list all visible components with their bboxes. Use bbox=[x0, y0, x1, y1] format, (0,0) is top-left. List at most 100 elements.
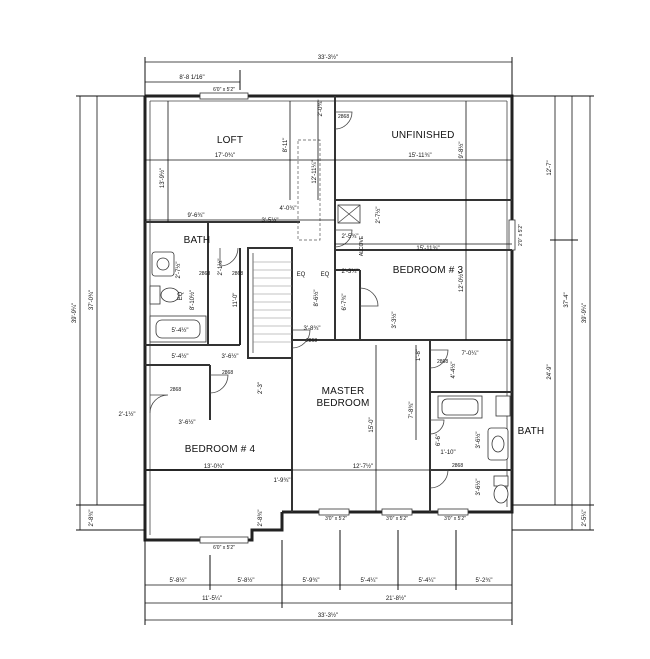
dim-stair-lower: 4'-0¾" bbox=[280, 206, 297, 212]
toilet-tank-upper bbox=[149, 285, 161, 305]
dim-bed3-closet: 3'-3½" bbox=[391, 312, 398, 329]
dim-master-depth: 15'-0" bbox=[369, 417, 375, 432]
dim-bottom-right-total: 21'-8½" bbox=[386, 595, 406, 602]
room-unfinished: UNFINISHED bbox=[391, 130, 454, 141]
dimension-text: 33'-3½" 8'-8 1/16" 6'0" x 5'2" 39'-9¼" 3… bbox=[72, 54, 588, 619]
door-tag-1: 2868 bbox=[338, 114, 349, 120]
dim-bed3-a: 2'-7½" bbox=[375, 207, 382, 224]
dim-left-outer: 39'-9¼" bbox=[72, 303, 78, 323]
toilet-upper bbox=[160, 287, 180, 303]
door-tag-8: 2868 bbox=[452, 463, 463, 469]
dim-master-width: 12'-7½" bbox=[353, 463, 373, 470]
door-swings bbox=[149, 111, 449, 489]
door-tag-4: 2868 bbox=[306, 338, 317, 344]
stair-treads bbox=[253, 261, 292, 343]
dim-unfinished-width: 15'-11¾" bbox=[408, 153, 431, 159]
door-tag-6: 2868 bbox=[170, 387, 181, 393]
dim-hall-len: 11'-0" bbox=[233, 293, 239, 308]
eq-label-2: EQ bbox=[321, 272, 330, 278]
window-right bbox=[508, 219, 516, 251]
dim-mbath-g: 1'-8" bbox=[416, 349, 422, 361]
interior-walls bbox=[145, 96, 512, 512]
dim-mbath-a: 7'-0¼" bbox=[462, 351, 479, 357]
alcove-label: ALCOVE bbox=[359, 235, 365, 256]
window-top-label: 6'0" x 5'2" bbox=[213, 87, 235, 93]
exterior-walls bbox=[143, 92, 516, 544]
dim-bath-tub: 5'-4½" bbox=[172, 327, 189, 334]
dim-mbath-b: 4'-4½" bbox=[450, 362, 457, 379]
dim-top-overall: 33'-3½" bbox=[318, 54, 338, 61]
door-tags: 2868 2868 2868 2868 2868 2868 2868 2868 bbox=[170, 114, 463, 469]
dim-right-lower: 24'-9" bbox=[547, 364, 553, 379]
room-master-1: MASTER bbox=[322, 386, 365, 397]
window-right-label: 2'0" x 5'2" bbox=[518, 224, 524, 246]
dim-mbath-f: 6'-6" bbox=[436, 434, 442, 446]
dim-bath-b: 2'-1½" bbox=[217, 259, 224, 276]
fixtures bbox=[149, 204, 511, 504]
room-labels: LOFT UNFINISHED BATH BEDROOM # 3 MASTER … bbox=[184, 130, 545, 455]
window-bath-label: 3'0" x 5'2" bbox=[444, 516, 466, 522]
eq-label-1: EQ bbox=[297, 272, 306, 278]
window-bath bbox=[437, 508, 469, 516]
dim-bottom-left-total: 11'-5¼" bbox=[202, 596, 222, 602]
dim-right-outer: 39'-9¼" bbox=[582, 303, 588, 323]
dim-loft-width: 17'-0¾" bbox=[215, 153, 235, 159]
dim-bottom-4: 5'-4¼" bbox=[361, 578, 378, 584]
dim-left-bottom: 2'-8¾" bbox=[89, 510, 95, 527]
room-bedroom3: BEDROOM # 3 bbox=[393, 265, 464, 276]
room-loft: LOFT bbox=[217, 135, 243, 146]
dim-bottom-overall: 33'-3½" bbox=[318, 612, 338, 619]
window-master-2-label: 3'0" x 5'2" bbox=[386, 516, 408, 522]
dim-bed4-width: 13'-0¾" bbox=[204, 464, 224, 470]
dim-right-inner: 37'-4" bbox=[564, 292, 570, 307]
dim-mbath-d: 3'-6½" bbox=[475, 432, 482, 449]
dim-bed3-c: 2'-3¼" bbox=[342, 269, 359, 275]
door-tag-2: 2868 bbox=[199, 271, 210, 277]
dim-bed3-e: 8'-6½" bbox=[313, 290, 320, 307]
dim-mbath-e: 1'-10" bbox=[440, 450, 455, 456]
dim-mbath-h: 3'-6½" bbox=[475, 479, 482, 496]
shower-master bbox=[495, 395, 511, 417]
window-bottom-label: 6'0" x 5'2" bbox=[213, 545, 235, 551]
room-master-2: BEDROOM bbox=[316, 398, 369, 409]
dim-stair-top: 8'-11" bbox=[283, 138, 289, 153]
dim-bed3-f: 3'-8¾" bbox=[304, 326, 321, 332]
dim-stair-width: 3'-5½" bbox=[262, 217, 279, 224]
dim-bottom-3: 5'-9¾" bbox=[303, 578, 320, 584]
door-tag-3: 2868 bbox=[232, 271, 243, 277]
room-bath-upper: BATH bbox=[184, 235, 211, 246]
dim-hall-c: 2'-3" bbox=[258, 382, 264, 394]
door-tag-7: 2868 bbox=[437, 359, 448, 365]
room-bedroom4: BEDROOM # 4 bbox=[185, 444, 256, 455]
dim-step-b: 2'-8¾" bbox=[258, 510, 264, 527]
dim-loft-lower: 9'-6¾" bbox=[188, 213, 205, 219]
dim-bed3-depth: 12'-0½" bbox=[458, 272, 465, 292]
window-top bbox=[199, 92, 249, 100]
dim-bottom-1: 5'-8½" bbox=[170, 577, 187, 584]
dim-bed4-b: 3'-6½" bbox=[179, 419, 196, 426]
dim-bath-a: 2'-7½" bbox=[175, 262, 182, 279]
dim-bed3-b: 2'-5¾" bbox=[342, 234, 359, 240]
window-master-1 bbox=[318, 508, 350, 516]
dim-right-upper: 12'-7" bbox=[547, 160, 553, 175]
dim-step-a: 1'-9¾" bbox=[274, 478, 291, 484]
toilet-master bbox=[493, 484, 509, 504]
dim-hall-b: 3'-6½" bbox=[222, 353, 239, 360]
eq-label-3: EQ bbox=[178, 291, 184, 300]
dim-bed4-a: 2'-1½" bbox=[119, 411, 136, 418]
toilet-tank-master bbox=[493, 475, 509, 487]
window-master-2 bbox=[381, 508, 413, 516]
dim-loft-depth: 13'-9½" bbox=[159, 168, 166, 188]
dim-mbath-c: 7'-8¾" bbox=[409, 402, 415, 419]
dim-left-inner: 37'-0¾" bbox=[89, 290, 95, 310]
dim-bottom-2: 5'-8½" bbox=[238, 577, 255, 584]
dim-bed3-width: 15'-11¾" bbox=[416, 246, 439, 252]
dim-bath-c: 8'-10½" bbox=[189, 290, 196, 310]
dim-top-partial: 8'-8 1/16" bbox=[179, 75, 204, 81]
dim-stair-mid: 12'-11¼" bbox=[312, 160, 318, 183]
dim-bed3-d: 6'-7¾" bbox=[342, 294, 348, 311]
dim-stair-small: 2'-0¾" bbox=[318, 100, 324, 117]
room-bath-right: BATH bbox=[518, 426, 545, 437]
window-master-1-label: 3'0" x 5'2" bbox=[325, 516, 347, 522]
